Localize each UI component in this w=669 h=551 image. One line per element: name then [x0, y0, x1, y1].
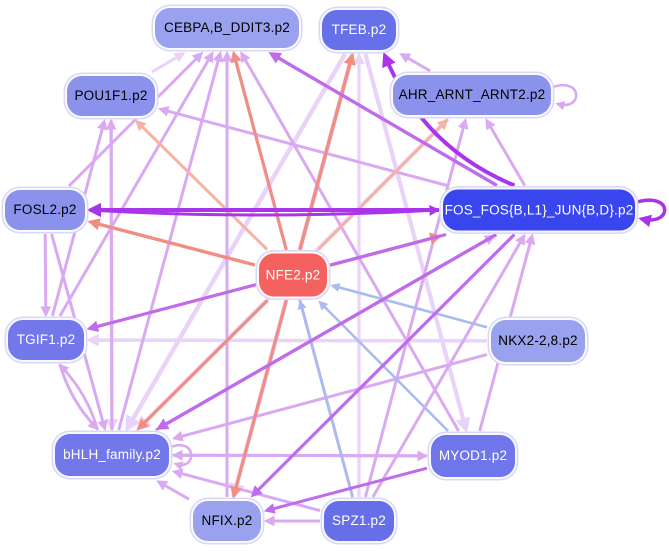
node-TGIF1[interactable]: TGIF1.p2	[6, 318, 86, 362]
node-FOSL2[interactable]: FOSL2.p2	[3, 188, 87, 232]
edge-TGIF1-CEBPA	[58, 51, 214, 317]
edge-SPZ1-FOS	[371, 233, 526, 498]
node-FOS[interactable]: FOS_FOS{B,L1}_JUN{B,D}.p2	[441, 187, 637, 233]
edge-FOS-CEBPA	[268, 52, 498, 187]
edge-NFE2-TFEB	[298, 52, 356, 250]
node-TFEB[interactable]: TFEB.p2	[320, 8, 398, 52]
edge-SPZ1-NFE2	[297, 299, 354, 498]
edge-BHLH-TGIF1	[58, 363, 100, 431]
node-BHLH[interactable]: bHLH_family.p2	[53, 432, 171, 478]
edge-FOS-NFIX	[250, 233, 516, 498]
edge-FOS-POU1F1	[157, 106, 448, 187]
edge-NKX2-NFE2	[330, 282, 488, 329]
edge-MYOD1-CEBPA	[240, 51, 460, 432]
node-AHR[interactable]: AHR_ARNT_ARNT2.p2	[391, 73, 553, 117]
node-NFE2[interactable]: NFE2.p2	[257, 251, 329, 299]
node-NFIX[interactable]: NFIX.p2	[191, 499, 263, 543]
edge-NFE2-POU1F1	[135, 119, 269, 251]
self-loop-FOS	[636, 198, 667, 228]
node-NKX2[interactable]: NKX2-2,8.p2	[489, 318, 587, 364]
edge-NFE2-AHR	[317, 118, 449, 251]
node-CEBPA[interactable]: CEBPA,B_DDIT3.p2	[153, 6, 301, 50]
edge-NFE2-CEBPA	[230, 50, 288, 250]
edge-NFE2-BHLH	[136, 299, 269, 431]
edge-NFE2-FOSL2	[87, 218, 256, 267]
edge-AHR-TFEB	[399, 53, 432, 73]
edge-FOS-TFEB	[382, 52, 516, 188]
edge-BHLH-POU1F1	[105, 118, 117, 431]
node-POU1F1[interactable]: POU1F1.p2	[65, 74, 157, 118]
node-SPZ1[interactable]: SPZ1.p2	[322, 499, 396, 543]
edge-FOSL2-FOS	[88, 205, 441, 217]
edge-POU1F1-CEBPA	[151, 52, 186, 74]
node-MYOD1[interactable]: MYOD1.p2	[429, 433, 517, 479]
edge-MYOD1-NFIX	[263, 466, 428, 514]
edge-TFEB-BHLH	[125, 52, 348, 433]
edge-MYOD1-BHLH	[171, 449, 428, 461]
edge-FOSL2-TGIF1	[40, 233, 52, 318]
edge-NKX2-TGIF1	[86, 333, 488, 347]
self-loop-AHR	[552, 83, 578, 111]
edge-NKX2-BHLH	[171, 353, 488, 442]
edge-FOS-BHLH	[155, 233, 498, 430]
edge-NFIX-BHLH	[156, 480, 190, 501]
edge-FOS-AHR	[485, 118, 526, 187]
edge-FOSL2-CEBPA	[67, 51, 204, 188]
edge-NFE2-NFIX	[230, 300, 288, 499]
self-loop-BHLH	[170, 443, 193, 471]
